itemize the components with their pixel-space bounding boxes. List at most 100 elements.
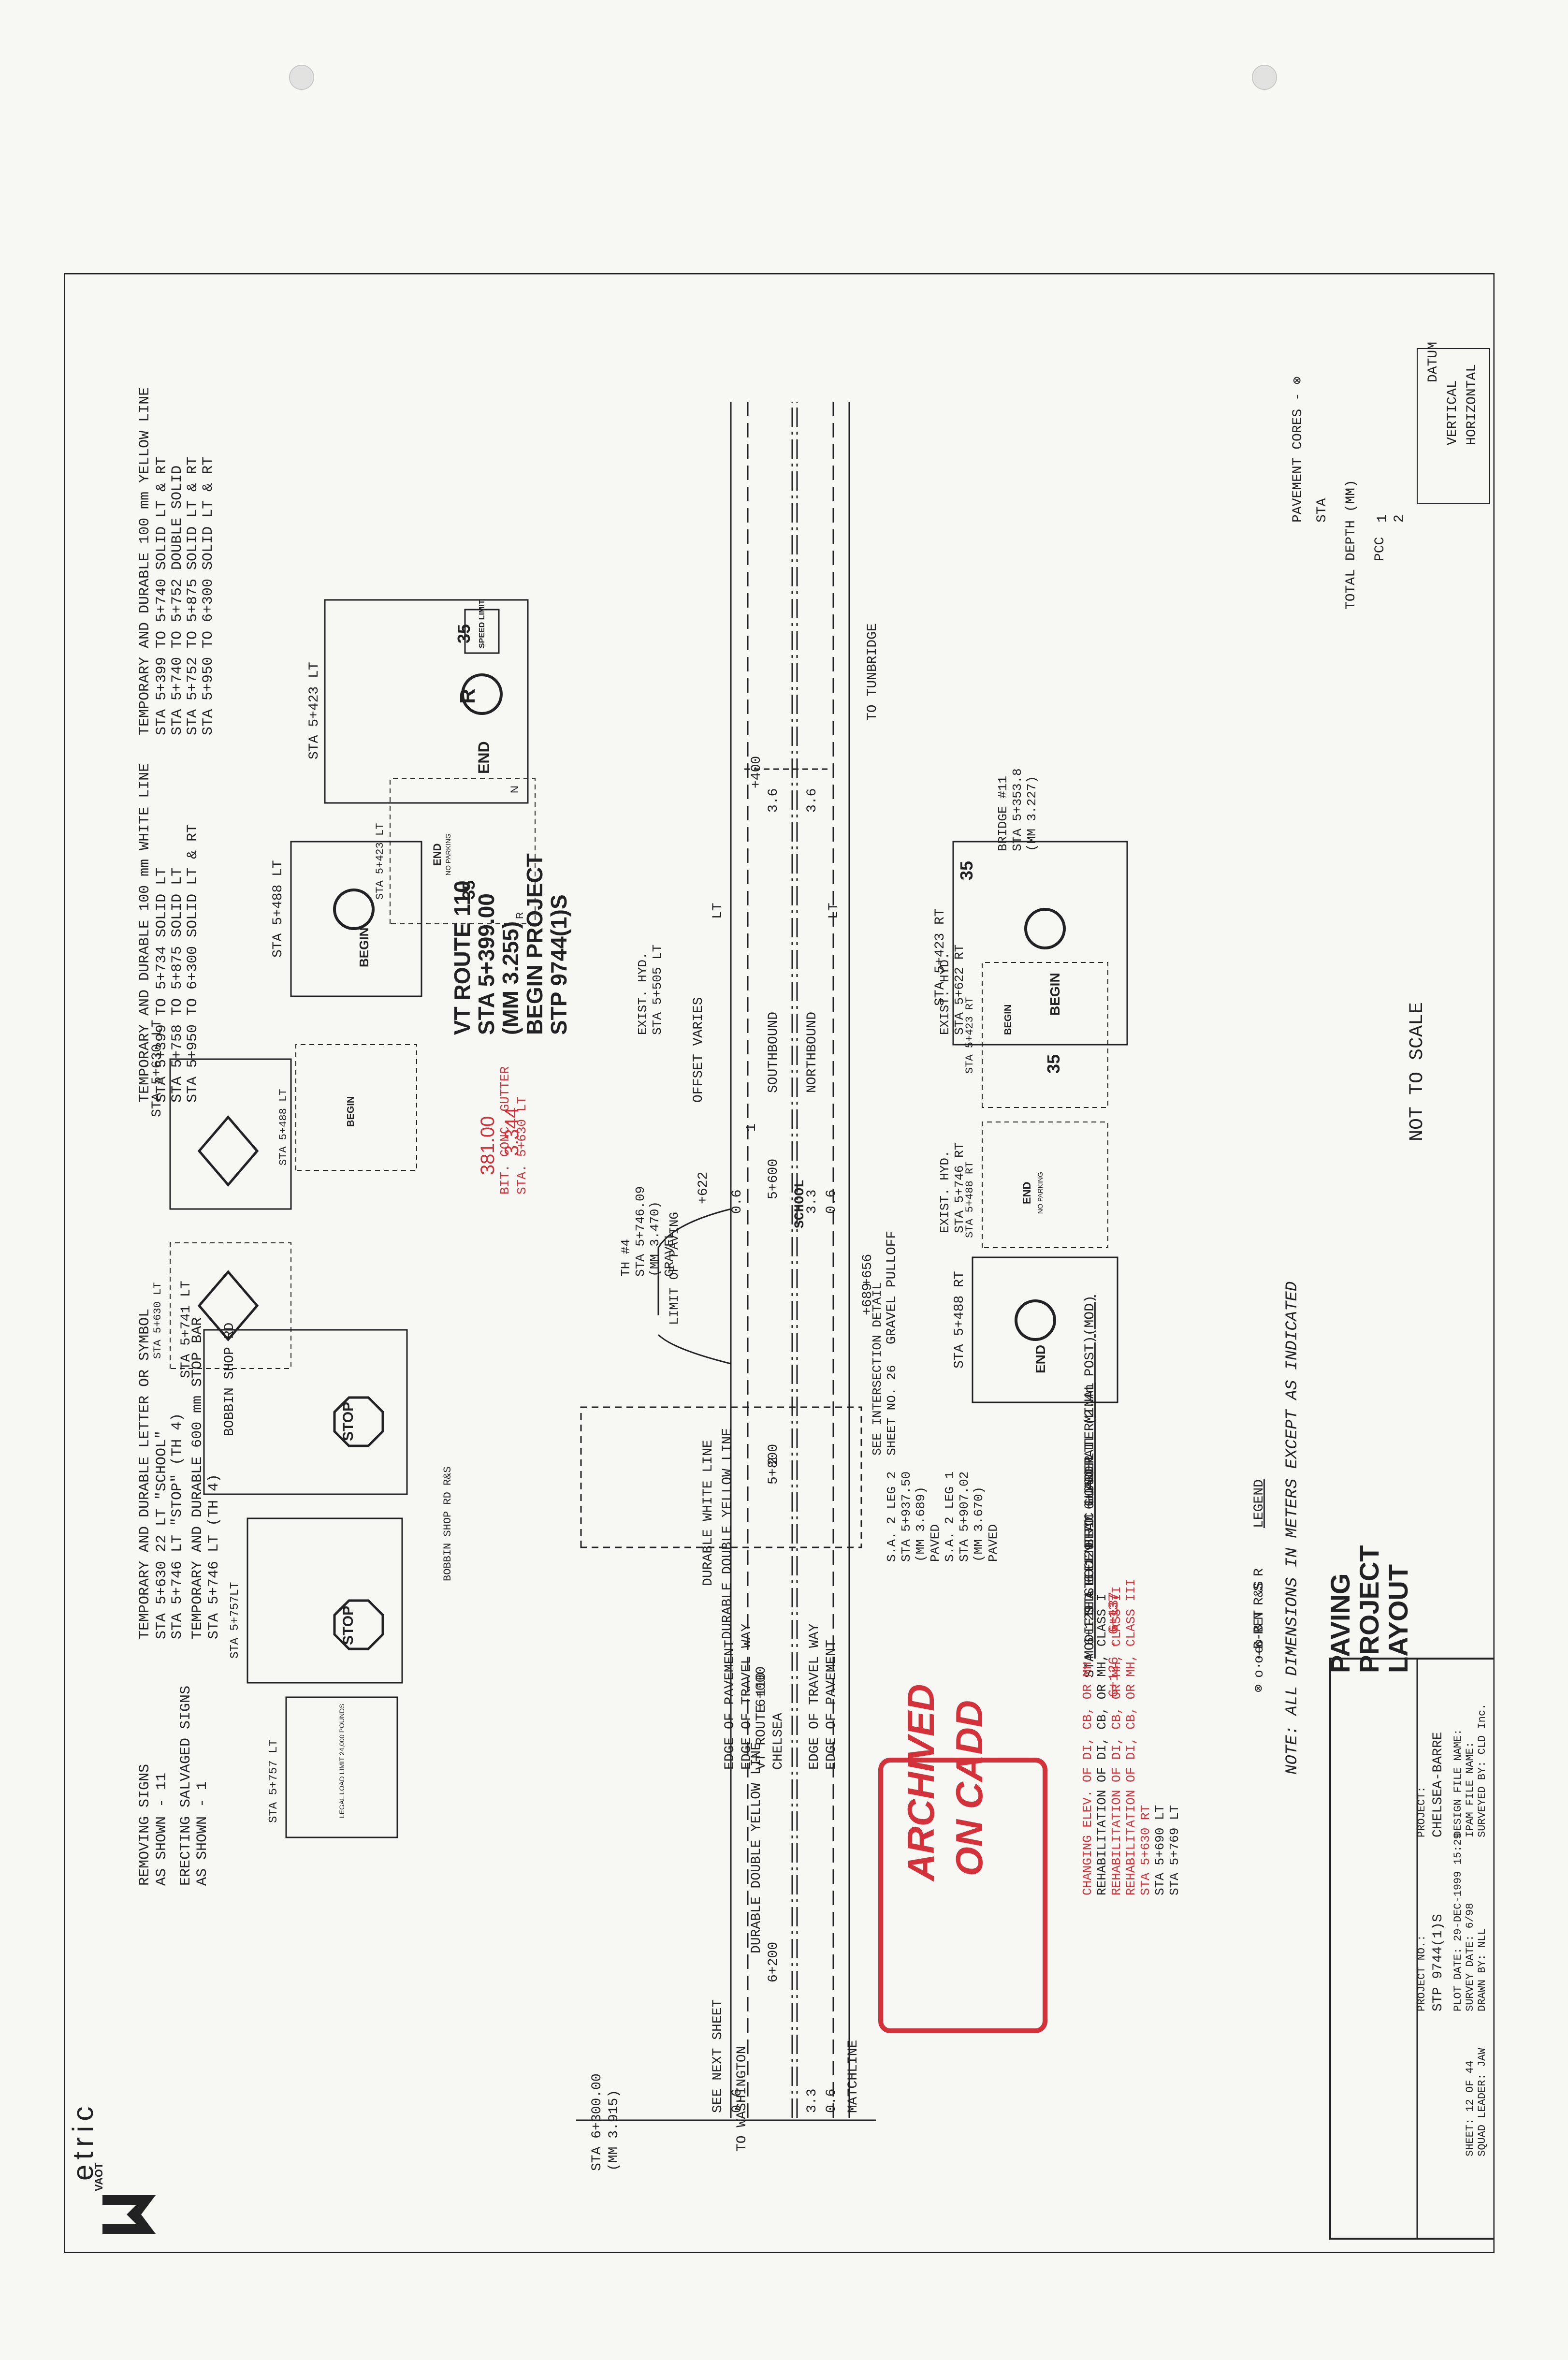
project-no-value: STP 9744(1)S — [1431, 1914, 1446, 2011]
project-mm: (MM 3.255) — [498, 921, 523, 1035]
school-crossing-icon-2 — [197, 1270, 259, 1341]
school-sign-1: STA 5+630 LT — [150, 1020, 292, 1210]
project-box: VT ROUTE 110 STA 5+399.00 381.00 (MM 3.2… — [450, 853, 571, 1175]
erecting-value: AS SHOWN - 1 — [194, 1781, 211, 1886]
see-intersection-sheet: SHEET NO. 26 — [885, 1365, 899, 1456]
school-sign-2-frame — [170, 1242, 291, 1369]
sta-6200: 6+200 — [766, 1942, 781, 1982]
legal-load-frame — [285, 1696, 398, 1838]
legal-load-text: LEGAL LOAD LIMIT 24,000 POUNDS — [338, 1704, 346, 1818]
guardrail-line-red: 6+137 — [1107, 1594, 1122, 1634]
legend-key-7: o—o — [1252, 1639, 1267, 1663]
punch-hole-left — [289, 65, 314, 90]
offset-varies: OFFSET VARIES — [691, 997, 706, 1103]
sa2-leg2: S.A. 2 LEG 2 — [885, 1471, 899, 1562]
edge-pavement-label-top: EDGE OF PAVEMENT — [723, 1640, 738, 1770]
sa2-leg1: S.A. 2 LEG 1 — [943, 1471, 957, 1562]
sign-5423lt-b-sta: STA 5+423 LT — [374, 823, 386, 900]
project-sta: STA 5+399.00 — [474, 893, 499, 1035]
stopbar-line-1: STA 5+746 LT (TH 4) — [206, 1474, 222, 1639]
sign-5423rt-b: STA 5+423 RT BEGIN 35 — [964, 962, 1108, 1108]
title-project: PROJECT — [1354, 1545, 1384, 1674]
sta-plus-656: +656 — [860, 1254, 875, 1286]
white-line-2: STA 5+758 TO 5+875 SOLID LT — [169, 868, 186, 1103]
yellow-line-3: STA 5+752 TO 5+875 SOLID LT & RT — [185, 457, 201, 735]
changing-line-2: REHABILITATION OF DI, CB, OR MH, CLASS I — [1095, 1594, 1109, 1895]
project-label: PROJECT: — [1416, 1786, 1428, 1837]
legend-key-6: B-B — [1252, 1625, 1267, 1649]
feature-labels: BRIDGE #11 STA 5+353.8 (MM 3.227) EXIST.… — [498, 768, 1039, 1562]
begin-plate-c: BEGIN — [1047, 973, 1062, 1016]
vt110-label: VT ROUTE 110 — [754, 1672, 769, 1770]
sign-5488rt-b-sta: STA 5+488 RT — [964, 1162, 976, 1238]
surveyed-by: SURVEYED BY: CLD Inc. — [1476, 1704, 1488, 1837]
ipam-file: IPAM FILE NAME: — [1464, 1742, 1476, 1837]
sta-6300: STA 6+300.00 — [590, 2073, 605, 2171]
speed-35-c: 35 — [957, 861, 976, 880]
stop-icon-2 — [333, 1599, 384, 1650]
bobbin-road-edge-2 — [657, 1334, 731, 1365]
stop-sign-2-frame — [247, 1517, 403, 1684]
legend-key-3: R&S — [1252, 1581, 1267, 1605]
durable-double-yellow-label-2: DURABLE DOUBLE YELLOW LINE — [720, 1428, 735, 1639]
width-36-a: 3.6 — [805, 788, 820, 813]
white-line-1: STA 5+399 TO 5+734 SOLID LT — [154, 868, 170, 1103]
stop-sign-1-frame — [203, 1329, 408, 1495]
sta-6300-mm: (MM 3.915) — [607, 2090, 622, 2171]
plan-svg: TEMPORARY AND DURABLE 100 mm YELLOW LINE… — [62, 272, 1496, 2255]
top-notes: TEMPORARY AND DURABLE 100 mm YELLOW LINE… — [137, 387, 222, 1886]
sta-plus-689: +689 — [860, 1283, 875, 1315]
sa2-leg1-sta: STA 5+907.02 — [957, 1471, 972, 1562]
sa2-leg2-mm: (MM 3.689) — [914, 1486, 928, 1562]
legend-key-9: ⊗ — [1252, 1684, 1267, 1692]
see-next-sheet: SEE NEXT SHEET — [711, 1999, 726, 2113]
to-washington: TO WASHINGTON — [735, 2046, 750, 2152]
sa2-leg1-paved: PAVED — [986, 1524, 1001, 1562]
legend-key-1: R — [1252, 1568, 1267, 1576]
speed-35-b: 35 — [459, 880, 479, 900]
guardrail-line-2: STA 6+129 LT — [1083, 1580, 1098, 1678]
edge-pavement-label-bottom: EDGE OF PAVEMENT — [824, 1640, 839, 1770]
boring-2: 2 — [766, 1457, 781, 1465]
bit-conc-sta: STA. 5+630 LT — [515, 1096, 529, 1195]
project-no-label: PROJECT NO.: — [1416, 1935, 1428, 2011]
changing-sta-2: STA 5+690 LT — [1153, 1805, 1167, 1895]
logo-badge: VAOT — [93, 2162, 105, 2191]
no-parking-r-icon-f — [1015, 1299, 1056, 1341]
removing-value: AS SHOWN - 11 — [154, 1773, 170, 1886]
legend: LEGEND R S R&S N RET B-B o—o o··o ⊗ — [1252, 1479, 1267, 1692]
sign-5423lt-b-r: R — [515, 912, 525, 919]
end-no-parking-end: END — [431, 844, 443, 866]
drawn-by: DRAWN BY: NLL — [1476, 1928, 1488, 2011]
project-value: CHELSEA-BARRE — [1431, 1732, 1446, 1837]
sta-plus-622: +622 — [696, 1172, 711, 1204]
width-06-c: 0.6 — [824, 2089, 839, 2113]
cores-title: PAVEMENT CORES - ⊗ — [1291, 376, 1306, 523]
guardrail-title-2: MODIFIED ECCENTRIC LOADER TERMINAL — [1083, 1383, 1098, 1659]
sta-plus-400: +400 — [749, 756, 764, 788]
stopbar-title: TEMPORARY AND DURABLE 600 mm STOP BAR — [189, 1317, 206, 1639]
sign-5423lt-frame — [324, 599, 529, 804]
hydrant-3-sta: STA 5+746 RT — [952, 1143, 967, 1233]
changing-notes: CHANGING ELEV. OF DI, CB, OR MH REHABILI… — [1080, 1579, 1182, 1895]
letter-title: TEMPORARY AND DURABLE LETTER OR SYMBOL — [137, 1309, 153, 1639]
width-06-a: 0.6 — [824, 1190, 839, 1214]
sign-5423lt-b: STA 5+423 LT END NO PARKING 35 R — [374, 778, 536, 924]
matchline-label: MATCHLINE — [846, 2040, 861, 2113]
guardrail-line-2-red: 6+126 - 6+137 — [1107, 1592, 1122, 1697]
sign-5423lt-sta: STA 5+423 LT — [307, 662, 322, 759]
core-row-2: 2 — [1392, 514, 1407, 523]
bobbin-rs-label: BOBBIN SHOP RD R&S — [442, 1466, 454, 1581]
guardrail-line: STA 6+129 TO 6+300 LT — [1083, 1444, 1098, 1615]
project-stp: STP 9744(1)S — [546, 894, 571, 1035]
dimensions-note: NOTE: ALL DIMENSIONS IN METERS EXCEPT AS… — [1283, 1282, 1302, 1775]
end-no-parking-e: END — [1021, 1182, 1033, 1204]
school-sign-2: STA 5+630 LT — [152, 1242, 291, 1369]
datum-box: DATUM VERTICAL HORIZONTAL — [1417, 342, 1490, 504]
to-tunbridge: TO TUNBRIDGE — [865, 623, 880, 721]
gravel-pulloff: GRAVEL PULLOFF — [885, 1231, 900, 1344]
plot-date: PLOT DATE: 29-DEC-1999 15:29 — [1452, 1833, 1464, 2011]
sa2-leg1-mm: (MM 3.670) — [972, 1486, 986, 1562]
th4-label: TH #4 — [619, 1239, 633, 1277]
